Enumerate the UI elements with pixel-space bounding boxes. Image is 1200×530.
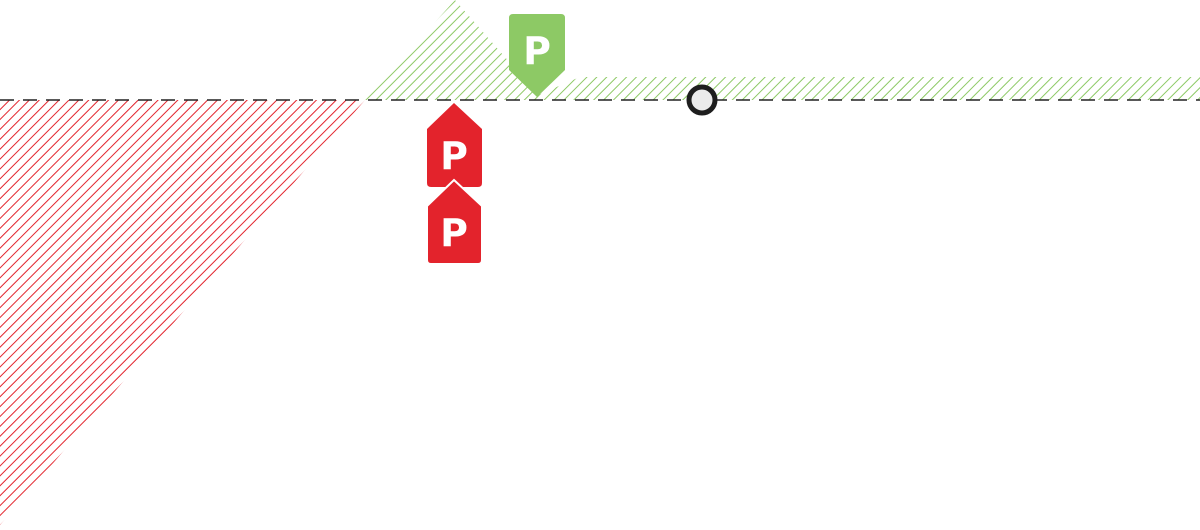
put-sell-marker[interactable]: P — [509, 14, 565, 97]
put-sell-marker-shape — [509, 14, 565, 97]
put-buy-marker-label: P — [440, 211, 468, 255]
put-buy-marker[interactable]: P — [426, 178, 483, 265]
loss-region — [0, 100, 365, 525]
put-buy-marker-shape — [426, 178, 483, 265]
put-buy-marker-label: P — [440, 134, 468, 178]
put-buy-marker[interactable]: P — [427, 103, 482, 187]
put-sell-marker-label: P — [523, 29, 551, 73]
circle-point-icon[interactable] — [686, 84, 718, 116]
profit-region — [365, 0, 1200, 100]
put-buy-marker-shape — [427, 103, 482, 187]
